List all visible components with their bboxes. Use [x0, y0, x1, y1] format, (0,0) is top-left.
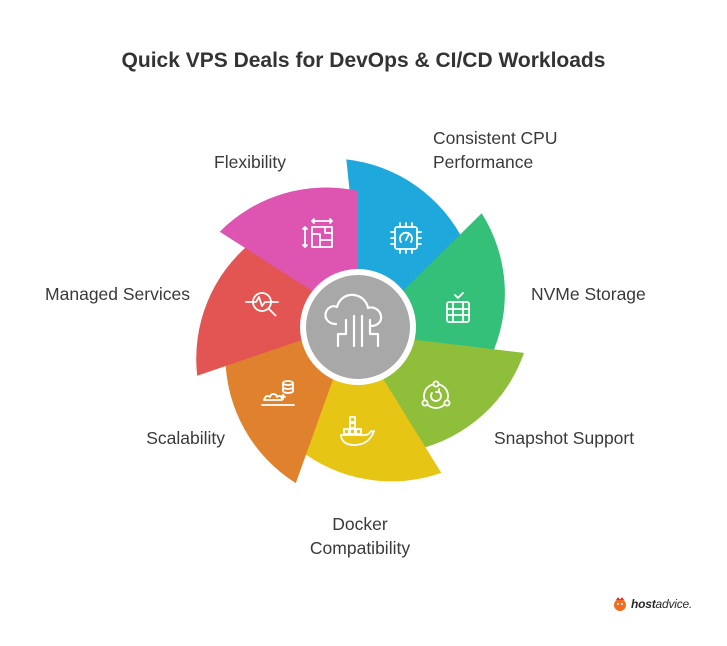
monitoring-magnifier-icon: [245, 292, 279, 317]
docker-whale-icon: [340, 416, 375, 446]
label-managed-services: Managed Services: [20, 282, 190, 306]
label-line: Scalability: [146, 428, 225, 448]
label-line: Docker: [332, 514, 388, 534]
storage-rack-icon: [446, 292, 470, 323]
center-hub: [306, 275, 410, 379]
diagram-title: Quick VPS Deals for DevOps & CI/CD Workl…: [121, 49, 606, 72]
label-scalability: Scalability: [60, 426, 225, 450]
label-consistent-cpu-performance: Consistent CPU Performance: [433, 126, 558, 174]
scaling-database-icon: [261, 380, 295, 406]
resize-layout-icon: [302, 218, 333, 248]
label-line: Performance: [433, 152, 534, 172]
label-line: Compatibility: [309, 538, 411, 558]
petal-scalability: [225, 339, 334, 484]
label-line: Flexibility: [214, 152, 286, 172]
petal-flexibility: [219, 187, 358, 293]
snapshot-cycle-icon: [421, 380, 451, 409]
cpu-gauge-icon: [390, 222, 422, 254]
brand-badge-icon: [614, 597, 626, 611]
label-docker-compatibility: Docker Compatibility: [280, 512, 440, 560]
brand-wordmark: hostadvice.: [631, 597, 692, 611]
label-line: Snapshot Support: [494, 428, 635, 448]
cloud-network-icon: [324, 293, 383, 348]
label-line: Consistent CPU: [433, 128, 558, 148]
petal-group: [196, 159, 524, 484]
label-line: Managed Services: [45, 284, 190, 304]
label-nvme-storage: NVMe Storage: [531, 282, 646, 306]
brand-host: host: [631, 597, 656, 611]
icon-group: [245, 218, 470, 446]
label-snapshot-support: Snapshot Support: [494, 426, 634, 450]
petal-docker: [299, 377, 442, 482]
brand-advice: advice.: [655, 597, 693, 611]
label-line: NVMe Storage: [531, 284, 646, 304]
petal-snapshot: [382, 339, 524, 450]
hostadvice-logo: hostadvice.: [612, 594, 692, 614]
label-flexibility: Flexibility: [150, 150, 286, 174]
petal-nvme: [401, 213, 505, 358]
